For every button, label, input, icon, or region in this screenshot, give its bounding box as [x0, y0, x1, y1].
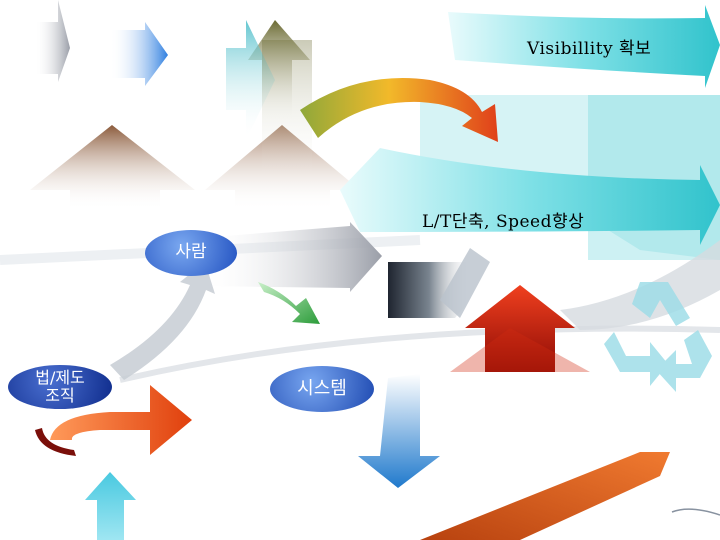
orange-curved-arrow: [300, 78, 498, 142]
law-organization-node: 법/제도 조직: [8, 365, 112, 409]
up-arrow-brown: [30, 125, 195, 210]
orange-right-arrow: [50, 385, 192, 455]
recycle-icon: [604, 282, 712, 392]
leadtime-banner-arrow: [340, 148, 720, 245]
grey-right-arrow: [200, 222, 382, 292]
visibility-label: Visibillity 확보: [527, 39, 652, 59]
people-node: 사람: [145, 230, 237, 276]
grey-diagonal-arrow: [440, 248, 490, 318]
up-arrow-teal: [226, 20, 275, 140]
dark-red-swoosh: [35, 428, 76, 456]
background-curve: [119, 325, 720, 383]
orange-diagonal-bar: [420, 452, 670, 540]
system-node: 시스템: [270, 366, 374, 412]
leadtime-label: L/T단축, Speed향상: [422, 212, 585, 232]
cyan-up-arrow: [85, 472, 136, 540]
red-up-arrow: [465, 285, 575, 372]
people-node-label: 사람: [175, 242, 207, 263]
blue-down-arrow: [358, 374, 440, 488]
decorative-squiggle: [671, 508, 720, 516]
grey-curved-up-arrow: [110, 262, 215, 380]
law-organization-node-label: 법/제도 조직: [35, 367, 85, 405]
green-curved-arrow: [258, 282, 320, 324]
red-up-arrow-wide: [450, 328, 590, 372]
visibility-banner-arrow: [448, 5, 720, 88]
right-arrow-blue: [110, 22, 168, 86]
right-arrow-grey: [35, 0, 70, 82]
system-node-label: 시스템: [297, 377, 347, 399]
